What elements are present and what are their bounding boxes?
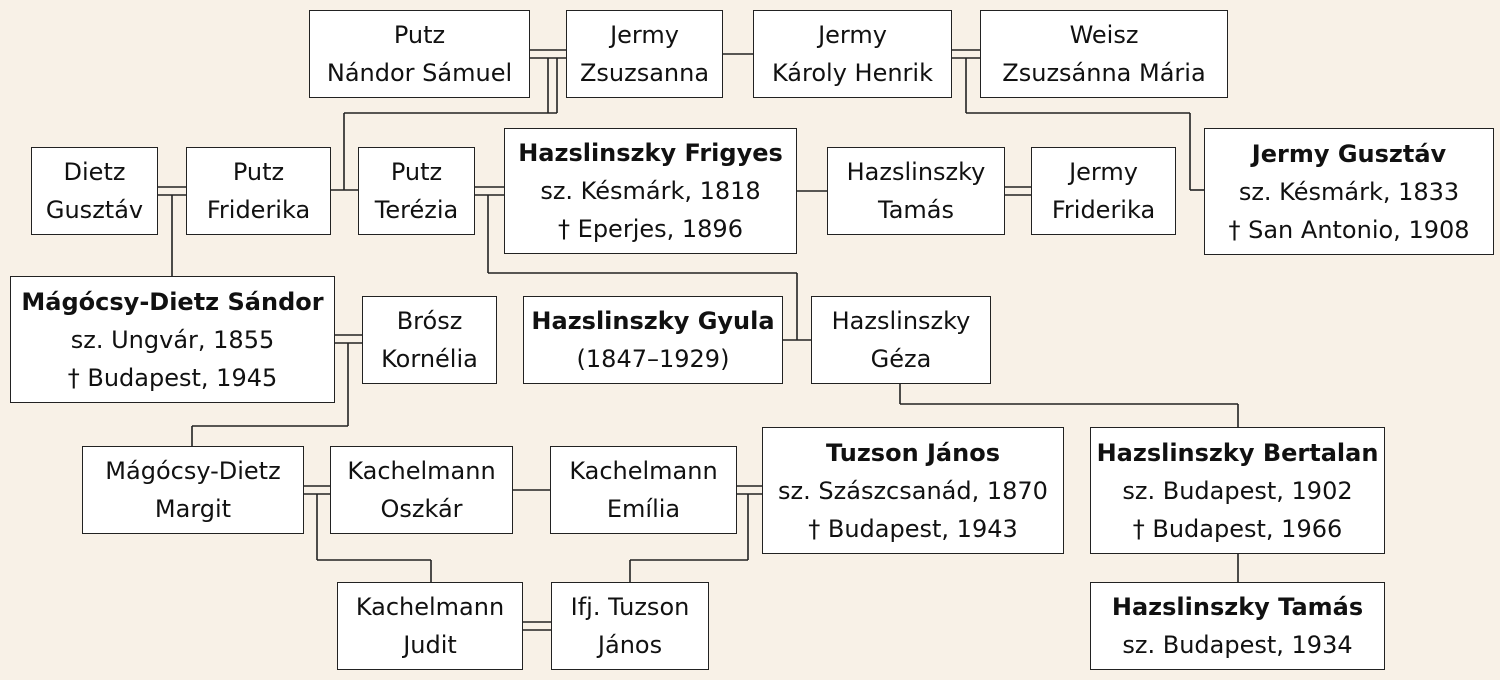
person-name: Jermy Gusztáv bbox=[1251, 139, 1447, 168]
person-name: Kachelmann bbox=[355, 593, 505, 621]
person-hazslinszky-tamas: Hazslinszky Tamás sz. Budapest, 1934 bbox=[1090, 582, 1385, 670]
person-name: Jermy bbox=[818, 21, 887, 49]
person-detail: sz. Késmárk, 1818 bbox=[540, 177, 761, 205]
person-hazslinszky-bertalan: Hazslinszky Bertalan sz. Budapest, 1902 † … bbox=[1090, 427, 1385, 554]
person-name: Hazslinszky Frigyes bbox=[518, 139, 783, 167]
person-detail: † Budapest, 1966 bbox=[1132, 514, 1343, 543]
person-name: Hazslinszky bbox=[831, 307, 971, 335]
person-detail: sz. Budapest, 1934 bbox=[1122, 631, 1353, 659]
person-detail: Margit bbox=[154, 495, 232, 523]
person-hazslinszky-frigyes: Hazslinszky Frigyes sz. Késmárk, 1818 † Ep… bbox=[504, 128, 797, 254]
person-name: Putz bbox=[390, 158, 443, 186]
person-detail: Gusztáv bbox=[45, 196, 144, 224]
person-name: Ifj. Tuzson bbox=[570, 593, 690, 621]
person-name: Tuzson János bbox=[826, 438, 1000, 467]
person-detail: Kornélia bbox=[381, 345, 478, 373]
person-detail: Friderika bbox=[206, 196, 311, 224]
person-detail: Emília bbox=[606, 495, 681, 523]
person-detail: Zsuzsanna bbox=[579, 59, 710, 87]
person-detail: Terézia bbox=[374, 196, 459, 224]
person-name: Kachelmann bbox=[347, 457, 496, 485]
person-detail: Zsuzsánna Mária bbox=[1002, 59, 1206, 87]
person-name: Hazslinszky bbox=[846, 158, 986, 186]
person-name: Putz bbox=[232, 158, 285, 186]
person-detail: (1847–1929) bbox=[576, 345, 730, 373]
person-hazslinszky-gyula: Hazslinszky Gyula (1847–1929) bbox=[523, 296, 783, 384]
person-name: Hazslinszky Bertalan bbox=[1096, 438, 1379, 467]
person-name: Jermy bbox=[610, 21, 679, 49]
person-detail: † Eperjes, 1896 bbox=[558, 215, 743, 243]
person-name: Hazslinszky Gyula bbox=[531, 307, 775, 335]
person-tuzson-janos: Tuzson János sz. Szászcsanád, 1870 † Budap… bbox=[762, 427, 1064, 554]
person-jermy-gusztav: Jermy Gusztáv sz. Késmárk, 1833 † San Anto… bbox=[1204, 128, 1494, 255]
person-name: Mágócsy-Dietz bbox=[105, 457, 281, 485]
person-detail: sz. Ungvár, 1855 bbox=[70, 325, 275, 354]
person-detail: † San Antonio, 1908 bbox=[1228, 215, 1470, 244]
person-detail: Tamás bbox=[878, 196, 954, 224]
person-detail: János bbox=[597, 631, 663, 659]
person-name: Putz bbox=[393, 21, 446, 49]
person-detail: Nándor Sámuel bbox=[326, 59, 513, 87]
person-detail: † Budapest, 1943 bbox=[808, 514, 1018, 543]
person-detail: sz. Késmárk, 1833 bbox=[1238, 177, 1460, 206]
person-name: Dietz bbox=[63, 158, 126, 186]
person-detail: Oszkár bbox=[380, 495, 463, 523]
person-detail: Károly Henrik bbox=[771, 59, 933, 87]
person-name: Jermy bbox=[1069, 158, 1138, 186]
person-name: Weisz bbox=[1069, 21, 1139, 49]
person-magocsy-dietz-sandor: Mágócsy-Dietz Sándor sz. Ungvár, 1855 † Bu… bbox=[10, 276, 335, 403]
person-detail: Judit bbox=[403, 631, 457, 659]
person-detail: † Budapest, 1945 bbox=[67, 363, 278, 392]
person-name: Kachelmann bbox=[569, 457, 718, 485]
person-detail: sz. Budapest, 1902 bbox=[1122, 476, 1353, 505]
person-detail: sz. Szászcsanád, 1870 bbox=[778, 476, 1048, 505]
person-detail: Friderika bbox=[1051, 196, 1156, 224]
person-detail: Géza bbox=[870, 345, 932, 373]
person-name: Hazslinszky Tamás bbox=[1111, 593, 1364, 621]
person-name: Mágócsy-Dietz Sándor bbox=[21, 287, 324, 316]
person-name: Brósz bbox=[396, 307, 463, 335]
